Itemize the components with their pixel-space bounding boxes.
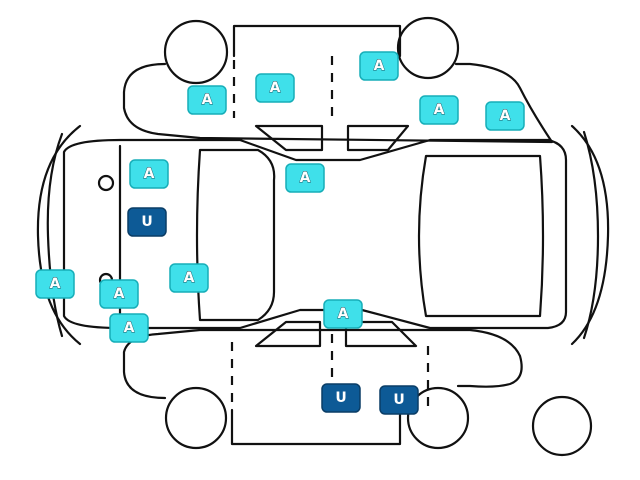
badge-hood-center[interactable]: U	[127, 207, 167, 237]
front-bumper-inner	[46, 132, 64, 338]
badge-code: A	[338, 306, 349, 322]
badge-front-bumper[interactable]: A	[35, 269, 75, 299]
badge-code: A	[114, 286, 125, 302]
badge-code: A	[270, 80, 281, 96]
rear-window	[417, 154, 545, 318]
badge-code: A	[300, 170, 311, 186]
badge-code: A	[500, 108, 511, 124]
badge-code: U	[335, 390, 346, 406]
badge-code: A	[124, 320, 135, 336]
badge-left-front-fender[interactable]: A	[187, 85, 227, 115]
fuel-cap	[97, 174, 115, 192]
badge-left-rear-quarter-tail[interactable]: A	[485, 101, 525, 131]
right-rear-wheel	[406, 386, 470, 450]
right-front-window	[254, 320, 322, 348]
left-front-wheel	[163, 19, 229, 85]
right-side-sill	[230, 408, 402, 446]
left-side-panel	[122, 62, 554, 144]
rear-bumper-inner	[582, 130, 600, 340]
left-rear-window	[346, 124, 410, 152]
badge-left-rear-quarter-upper[interactable]: A	[419, 95, 459, 125]
badge-right-front-pillar[interactable]: A	[323, 299, 363, 329]
badge-code: U	[393, 392, 404, 408]
badge-code: A	[50, 276, 61, 292]
badge-code: A	[184, 270, 195, 286]
badge-right-rear-door[interactable]: U	[379, 385, 419, 415]
badge-code: A	[434, 102, 445, 118]
left-front-window	[254, 124, 324, 152]
right-front-wheel	[164, 386, 228, 450]
badge-hood-lower[interactable]: A	[169, 263, 209, 293]
windshield	[195, 148, 276, 322]
badge-code: U	[141, 214, 152, 230]
badge-code: A	[374, 58, 385, 74]
badge-code: A	[202, 92, 213, 108]
badge-roof-center[interactable]: A	[285, 163, 325, 193]
spare-wheel	[531, 395, 593, 457]
right-rear-window	[344, 320, 418, 348]
body-outline	[62, 138, 568, 330]
badge-front-right-corner[interactable]: A	[99, 279, 139, 309]
badge-left-front-door[interactable]: A	[255, 73, 295, 103]
badge-left-rear-door[interactable]: A	[359, 51, 399, 81]
left-side-sill	[232, 24, 402, 58]
badge-right-front-door[interactable]: U	[321, 383, 361, 413]
front-bumper-outer	[36, 124, 82, 346]
badge-hood-upper[interactable]: A	[129, 159, 169, 189]
badge-code: A	[144, 166, 155, 182]
left-rear-wheel	[396, 16, 460, 80]
right-side-panel	[122, 328, 523, 400]
badge-right-front-fender[interactable]: A	[109, 313, 149, 343]
